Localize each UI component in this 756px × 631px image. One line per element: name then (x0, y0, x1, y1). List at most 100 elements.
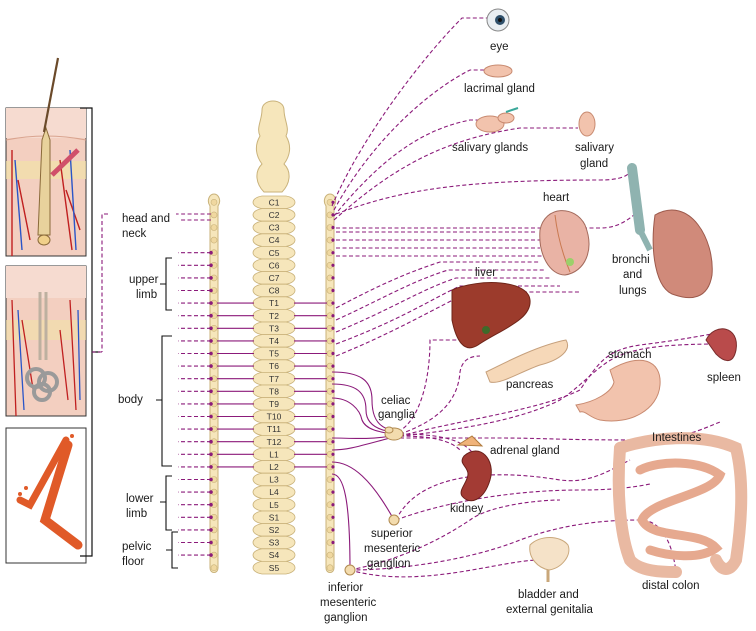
spinal-segment-label: C3 (269, 223, 280, 233)
spinal-segment-label: C8 (269, 286, 280, 296)
spinal-cord: C1C2C3C4C5C6C7C8T1T2T3T4T5T6T7T8T9T10T11… (252, 100, 296, 575)
spinal-segment-label: C7 (269, 273, 280, 283)
fiber-origin-dot (209, 427, 213, 431)
right-fiber-dot (331, 490, 335, 494)
right-fiber-dot (331, 314, 335, 318)
fiber-origin-dot (209, 439, 213, 444)
right-fiber-dot (331, 389, 335, 393)
right-fiber-dot (331, 301, 335, 305)
right-fiber-dot (331, 440, 335, 444)
label-eye: eye (490, 41, 509, 53)
label-inferior: inferior (328, 582, 363, 594)
spinal-segment-label: S4 (269, 550, 280, 560)
right-fiber-dot (331, 465, 335, 469)
bladder-icon (529, 537, 570, 582)
fiber-origin-dot (209, 540, 213, 545)
right-fiber-dot (331, 414, 335, 419)
spinal-segment-label: L2 (269, 462, 279, 472)
fiber-origin-dot (209, 313, 213, 318)
region-labels: head and neck upper limb body lower limb… (118, 213, 170, 568)
right-fiber-dot (331, 515, 335, 519)
right-fiber-dot (331, 427, 335, 431)
left-postganglionic-fibers (92, 213, 327, 557)
fiber-origin-dot (209, 288, 213, 293)
fiber-origin-dot (209, 452, 213, 457)
intestines-icon (612, 432, 748, 578)
right-fiber-dot (331, 251, 335, 255)
label-head-and-neck-2: neck (122, 228, 147, 240)
fiber-origin-dot (209, 528, 213, 532)
label-pancreas: pancreas (506, 379, 554, 391)
label-distal-colon: distal colon (642, 580, 700, 592)
label-superior-ganglion: ganglion (367, 558, 410, 570)
spinal-segment (252, 561, 296, 575)
chain-ganglion (210, 564, 218, 572)
label-bladder: bladder and (518, 589, 579, 601)
label-intestines: Intestines (652, 432, 701, 444)
fiber-origin-dot (209, 263, 213, 268)
right-fiber-dot (331, 528, 335, 532)
chain-ganglion (210, 199, 218, 206)
celiac-ganglia (384, 426, 404, 441)
skin-sweat-gland-panel (5, 265, 87, 417)
spinal-segment-label: L4 (269, 487, 279, 497)
label-spleen: spleen (707, 372, 741, 384)
spinal-segment-label: T10 (267, 412, 282, 422)
spinal-segment-label: T11 (267, 424, 281, 434)
right-fiber-dot (331, 225, 335, 230)
label-lacrimal-gland: lacrimal gland (464, 83, 535, 95)
label-stomach: stomach (608, 349, 651, 361)
spinal-segment-label: T4 (269, 336, 279, 346)
region-brackets (156, 257, 178, 569)
spinal-segment-label: C5 (269, 248, 280, 258)
fiber-origin-dot (209, 389, 213, 394)
fiber-origin-dot (209, 553, 213, 557)
spinal-segment-label: T1 (269, 298, 279, 308)
liver-icon (451, 282, 531, 349)
right-fiber-dot (331, 477, 335, 482)
right-sympathetic-chain (323, 193, 337, 573)
right-fiber-dot (331, 276, 335, 280)
label-liver: liver (475, 267, 496, 279)
label-adrenal-gland: adrenal gland (490, 445, 560, 457)
fiber-origin-dot (209, 301, 213, 305)
label-celiac: celiac (381, 395, 411, 407)
right-fiber-dot (331, 339, 335, 343)
label-ganglia: ganglia (378, 409, 416, 421)
superior-mesenteric-ganglion (388, 514, 400, 526)
label-lower-limb: lower (126, 493, 154, 505)
kidney-icon (460, 450, 492, 502)
label-superior: superior (371, 528, 413, 540)
spinal-segment-label: S1 (269, 512, 280, 522)
spinal-segment-label: C4 (269, 235, 280, 245)
fiber-origin-dot (209, 339, 213, 343)
right-fiber-dot (331, 503, 335, 507)
label-body: body (118, 394, 143, 406)
right-fiber-dot (331, 351, 335, 356)
inferior-mesenteric-ganglion (344, 564, 356, 576)
right-fiber-dot (331, 402, 335, 406)
label-kidney: kidney (450, 503, 483, 515)
label-bronchi-and: and (623, 269, 642, 281)
spinal-segment-label: L3 (269, 475, 279, 485)
pancreas-icon (485, 339, 568, 383)
adrenal-gland-icon (456, 435, 484, 447)
spinal-segment-label: T6 (269, 361, 279, 371)
label-head-and-neck: head and (122, 213, 170, 225)
spinal-segment-label: T2 (269, 311, 279, 321)
fiber-origin-dot (209, 515, 213, 520)
spinal-segment-label: T3 (269, 323, 279, 333)
chain-ganglion (210, 236, 218, 244)
label-inferior-ganglion: ganglion (324, 612, 367, 624)
fiber-origin-dot (209, 276, 213, 280)
spinal-segment-label: T12 (267, 437, 282, 447)
chain-ganglion (326, 551, 334, 559)
spinal-segment-label: S3 (269, 538, 280, 548)
head-neck-fiber (92, 213, 211, 353)
skin-hair-follicle-panel (5, 57, 87, 257)
fiber-origin-dot (209, 414, 213, 419)
fiber-origin-dot (209, 376, 213, 381)
organ-labels: eye lacrimal gland salivary glands saliv… (320, 41, 741, 624)
lacrimal-gland-icon (483, 64, 513, 78)
